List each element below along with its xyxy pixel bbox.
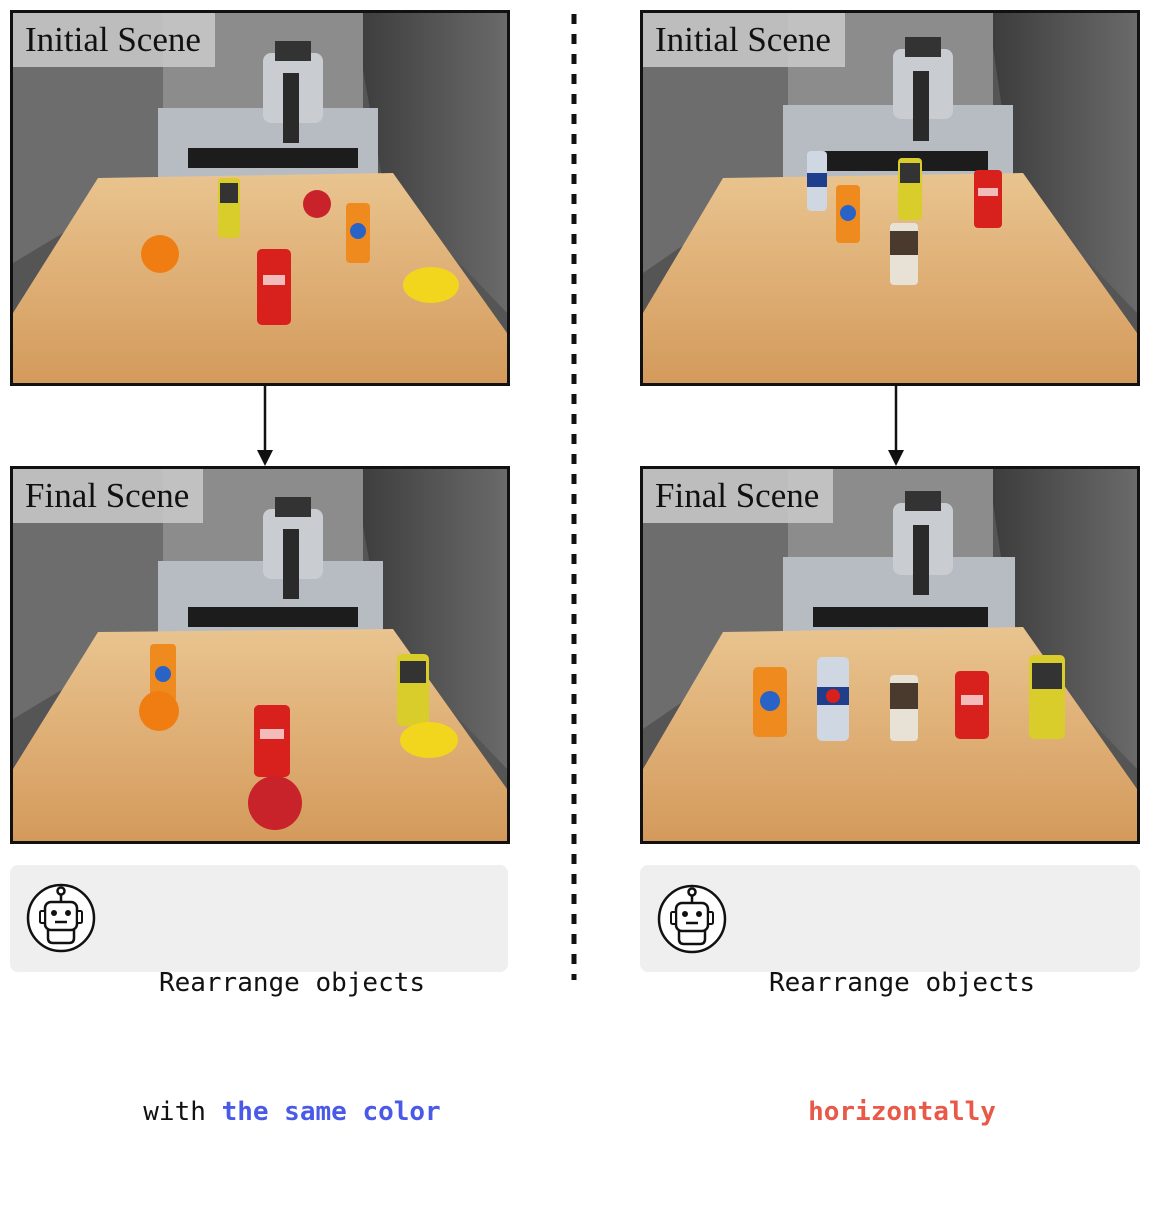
fanta-can	[753, 667, 787, 737]
starbucks-can	[890, 675, 918, 741]
red-bull-can	[817, 657, 849, 741]
down-arrow-icon	[888, 384, 904, 466]
robot-face-icon	[26, 883, 96, 953]
coca-cola-can	[257, 249, 291, 325]
right-initial-scene-photo	[643, 13, 1137, 383]
instruction-highlight: horizontally	[808, 1097, 996, 1127]
coca-cola-can	[254, 705, 290, 777]
left-final-scene-photo	[13, 469, 507, 841]
robot-face-icon	[657, 884, 727, 954]
coca-cola-can	[955, 671, 989, 739]
instruction-text: Rearrange objects horizontally	[742, 876, 1062, 1220]
left-initial-scene-panel: Initial Scene	[10, 10, 510, 386]
monster-can	[898, 158, 922, 220]
right-final-scene-panel: Final Scene	[640, 466, 1140, 844]
dotted-divider	[571, 14, 577, 980]
monster-can	[1029, 655, 1065, 739]
right-initial-scene-panel: Initial Scene	[640, 10, 1140, 386]
coca-cola-can	[974, 170, 1002, 228]
scene-label: Initial Scene	[643, 13, 845, 67]
instruction-line-1: Rearrange objects	[768, 968, 1036, 998]
lemon	[403, 267, 459, 303]
instruction-line-2: with the same color	[102, 1091, 482, 1134]
right-instruction-box: Rearrange objects horizontally	[640, 865, 1140, 1127]
red-bull-can	[807, 151, 827, 211]
right-final-scene-photo	[643, 469, 1137, 841]
monster-can	[397, 654, 429, 726]
starbucks-can	[890, 223, 918, 285]
orange	[139, 691, 179, 731]
instruction-highlight: the same color	[221, 1097, 441, 1127]
scene-label: Final Scene	[13, 469, 204, 523]
left-initial-scene-photo	[13, 13, 507, 383]
scene-label: Final Scene	[643, 469, 834, 523]
lemon	[400, 722, 458, 758]
instruction-prefix: with	[143, 1097, 222, 1127]
scene-label: Initial Scene	[13, 13, 215, 67]
instruction-text: Rearrange objects with the same color	[102, 876, 482, 1220]
fanta-can	[836, 185, 860, 243]
monster-can	[218, 178, 240, 238]
instruction-line-1: Rearrange objects	[158, 968, 426, 998]
left-instruction-box: Rearrange objects with the same color	[10, 865, 508, 1127]
left-final-scene-panel: Final Scene	[10, 466, 510, 844]
instruction-line-2: horizontally	[742, 1091, 1062, 1134]
fanta-can	[150, 644, 176, 702]
apple	[303, 190, 331, 218]
orange	[141, 235, 179, 273]
apple	[248, 776, 302, 830]
down-arrow-icon	[257, 384, 273, 466]
fanta-can	[346, 203, 370, 263]
